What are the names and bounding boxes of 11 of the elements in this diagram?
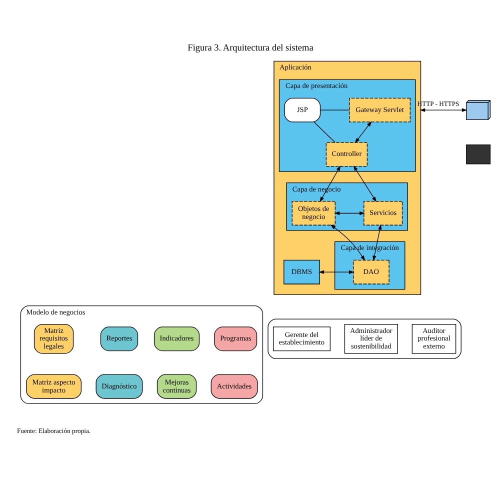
arrow — [318, 270, 354, 274]
arrow — [334, 211, 365, 216]
arrow — [354, 121, 372, 144]
arrow — [420, 108, 468, 112]
connector — [314, 122, 336, 143]
arrow — [330, 224, 366, 261]
node-phone — [466, 144, 491, 164]
diagram-title: Figura 3. Arquitectura del sistema — [188, 44, 314, 54]
cluster — [268, 318, 462, 360]
arrow — [353, 166, 376, 202]
arrow — [372, 224, 382, 262]
